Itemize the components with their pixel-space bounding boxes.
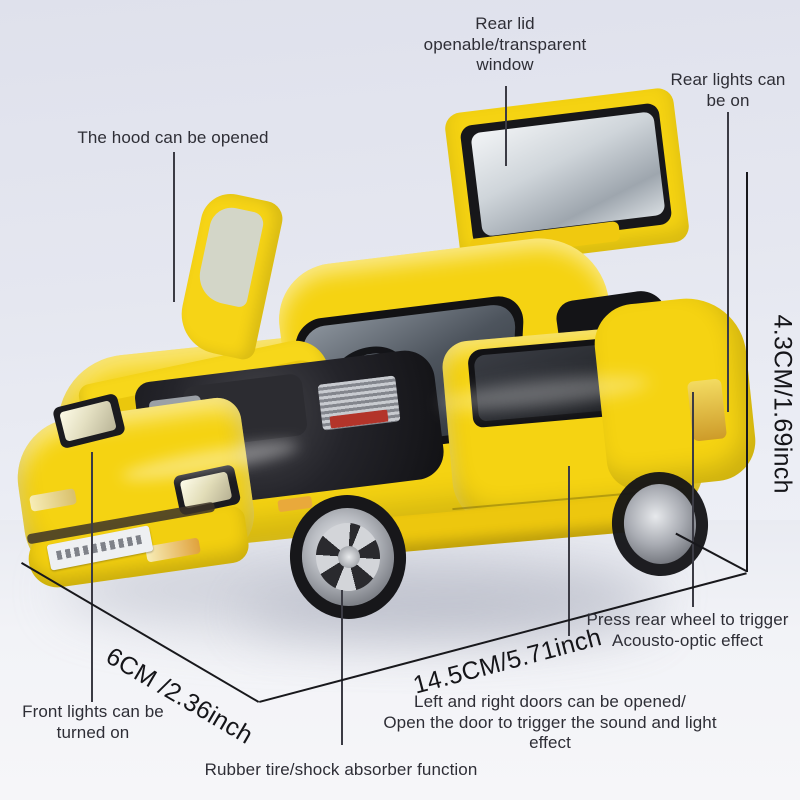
rear-hatch-glass [470,111,666,237]
annotation-doors-line3: effect [529,733,571,753]
annotation-rear-lid-line1: Rear lid [475,14,535,33]
annotation-doors-line1: Left and right doors can be opened/ [414,692,686,711]
leader-line-hood [173,152,175,302]
leader-line-front-lights [91,452,93,702]
dimension-line-height [746,172,748,572]
annotation-rear-lights: Rear lights can be on [656,70,800,111]
annotation-rear-lid: Rear lid openable/transparent window [410,14,600,76]
annotation-front-lights-line2: turned on [56,722,130,742]
annotation-hood-line1: The hood can be opened [77,128,269,147]
annotation-front-lights-line1: Front lights can be [22,702,164,721]
annotation-rear-lights-line2: be on [706,90,750,110]
annotation-rear-wheel-line2: Acousto-optic effect [612,630,763,650]
diecast-car-model [0,80,800,640]
annotation-rear-wheel: Press rear wheel to trigger Acousto-opti… [575,610,800,651]
annotation-tire: Rubber tire/shock absorber function [150,760,532,781]
annotation-tire-line1: Rubber tire/shock absorber function [204,760,478,779]
dimension-label-height: 4.3CM/1.69inch [768,314,797,494]
annotation-rear-lights-line1: Rear lights can [670,70,786,89]
annotation-hood: The hood can be opened [48,128,298,149]
leader-line-rear-lights [727,112,729,412]
annotation-doors: Left and right doors can be opened/ Open… [355,692,745,754]
leader-line-rear-wheel [692,392,694,607]
annotation-rear-lid-line2: openable/transparent [423,34,587,54]
leader-line-rear-lid [505,86,507,166]
front-wheel-hub [338,546,360,568]
leader-line-doors [568,466,570,636]
annotation-front-lights: Front lights can be turned on [8,702,178,743]
leader-line-tire [341,590,343,745]
annotation-doors-line2: Open the door to trigger the sound and l… [383,712,717,732]
annotation-rear-lid-line3: window [476,55,534,75]
annotation-rear-wheel-line1: Press rear wheel to trigger [586,610,789,629]
